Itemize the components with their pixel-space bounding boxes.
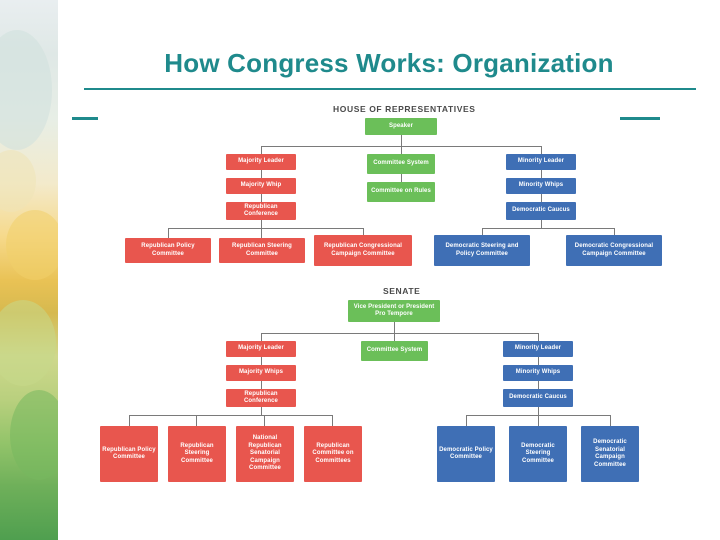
node-republican-policy-committee-senate: Republican Policy Committee — [100, 426, 158, 482]
connector — [261, 333, 262, 341]
node-minority-whips-house: Minority Whips — [506, 178, 576, 194]
node-national-republican-senatorial-campaign-committee: National Republican Senatorial Campaign … — [236, 426, 294, 482]
connector — [363, 228, 364, 238]
decorative-blob — [10, 390, 58, 480]
connector — [261, 146, 262, 154]
connector — [261, 228, 262, 238]
connector — [129, 415, 332, 416]
connector — [466, 415, 467, 426]
connector — [129, 415, 130, 426]
connector — [261, 381, 262, 389]
connector — [541, 170, 542, 178]
node-democratic-senatorial-campaign-committee: Democratic Senatorial Campaign Committee — [581, 426, 639, 482]
title-tick-left — [72, 117, 98, 120]
connector — [401, 135, 402, 146]
node-republican-conference-house: Republican Conference — [226, 202, 296, 220]
connector — [614, 228, 615, 238]
node-democratic-policy-committee-senate: Democratic Policy Committee — [437, 426, 495, 482]
connector — [264, 415, 265, 426]
connector — [538, 333, 539, 341]
node-democratic-caucus-house: Democratic Caucus — [506, 202, 576, 220]
node-republican-conference-senate: Republican Conference — [226, 389, 296, 407]
connector — [394, 322, 395, 333]
connector — [538, 357, 539, 365]
connector — [261, 194, 262, 202]
decorative-blob — [0, 30, 52, 150]
connector — [541, 146, 542, 154]
node-speaker: Speaker — [365, 118, 437, 135]
congress-organization-diagram: HOUSE OF REPRESENTATIVES Speaker Majorit… — [58, 98, 720, 518]
node-majority-whip-house: Majority Whip — [226, 178, 296, 194]
section-label-house: HOUSE OF REPRESENTATIVES — [333, 104, 476, 114]
node-committee-system-senate: Committee System — [361, 341, 428, 361]
node-minority-whips-senate: Minority Whips — [503, 365, 573, 381]
connector — [394, 333, 395, 341]
connector — [261, 357, 262, 365]
node-majority-leader-senate: Majority Leader — [226, 341, 296, 357]
connector — [261, 170, 262, 178]
node-republican-congressional-campaign-committee: Republican Congressional Campaign Commit… — [314, 235, 412, 266]
connector — [538, 415, 539, 426]
node-democratic-congressional-campaign-committee: Democratic Congressional Campaign Commit… — [566, 235, 662, 266]
connector — [538, 381, 539, 389]
decorative-blob — [0, 300, 56, 386]
node-majority-whips-senate: Majority Whips — [226, 365, 296, 381]
connector — [401, 146, 402, 154]
node-republican-policy-committee-house: Republican Policy Committee — [125, 238, 211, 263]
connector — [168, 228, 363, 229]
connector — [261, 407, 262, 415]
connector — [610, 415, 611, 426]
title-underline — [84, 88, 696, 90]
slide-title: How Congress Works: Organization — [164, 48, 614, 78]
connector — [541, 220, 542, 228]
node-minority-leader-senate: Minority Leader — [503, 341, 573, 357]
connector — [482, 228, 483, 238]
decorative-left-strip — [0, 0, 58, 540]
connector — [168, 228, 169, 238]
node-democratic-caucus-senate: Democratic Caucus — [503, 389, 573, 407]
node-republican-committee-on-committees: Republican Committee on Committees — [304, 426, 362, 482]
connector — [261, 333, 538, 334]
node-republican-steering-committee-house: Republican Steering Committee — [219, 238, 305, 263]
node-vice-president-president-pro-tempore: Vice President or President Pro Tempore — [348, 300, 440, 322]
connector — [196, 415, 197, 426]
connector — [538, 407, 539, 415]
connector — [261, 220, 262, 228]
node-democratic-steering-and-policy-committee: Democratic Steering and Policy Committee — [434, 235, 530, 266]
node-democratic-steering-committee-senate: Democratic Steering Committee — [509, 426, 567, 482]
connector — [482, 228, 614, 229]
decorative-blob — [6, 210, 58, 280]
node-majority-leader-house: Majority Leader — [226, 154, 296, 170]
decorative-blob — [0, 150, 36, 212]
section-label-senate: SENATE — [383, 286, 421, 296]
connector — [401, 174, 402, 182]
connector — [541, 194, 542, 202]
node-republican-steering-committee-senate: Republican Steering Committee — [168, 426, 226, 482]
node-committee-system-house: Committee System — [367, 154, 435, 174]
node-committee-on-rules: Committee on Rules — [367, 182, 435, 202]
title-tick-right — [620, 117, 660, 120]
node-minority-leader-house: Minority Leader — [506, 154, 576, 170]
connector — [332, 415, 333, 426]
